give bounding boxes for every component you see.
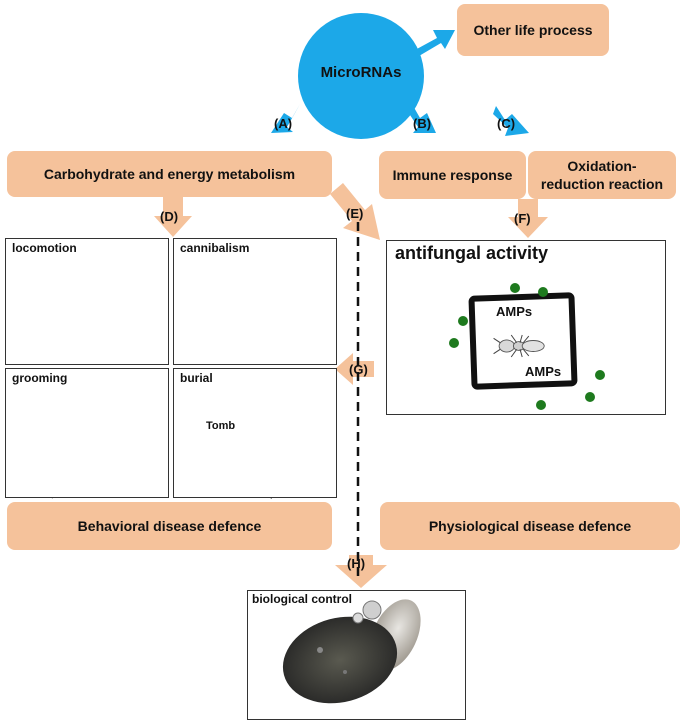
arrow-b: [408, 104, 436, 133]
biocontrol-label: biological control: [252, 592, 353, 606]
arrow-g: [335, 353, 374, 385]
arrow-label-a: (A): [274, 116, 293, 131]
burial-panel: burial: [173, 368, 337, 498]
grooming-label: grooming: [12, 371, 68, 385]
burial-label: burial: [180, 371, 213, 385]
biocontrol-panel: biological control: [247, 590, 466, 720]
amps-barrier: [468, 292, 578, 390]
arrow-label-d: (D): [160, 209, 179, 224]
oxidation-reduction-box: Oxidation- reduction reaction: [528, 151, 676, 199]
arrow-c: [493, 106, 529, 136]
microrna-circle: [298, 13, 424, 139]
physiological-defence-box: Physiological disease defence: [380, 502, 680, 550]
antifungal-panel: antifungal activity: [386, 240, 666, 415]
carbohydrate-metabolism-box: Carbohydrate and energy metabolism: [7, 151, 332, 197]
arrow-label-g: (G): [349, 362, 368, 377]
arrow-label-e: (E): [346, 206, 364, 221]
locomotion-panel: locomotion: [5, 238, 169, 365]
other-life-process-box: Other life process: [457, 4, 609, 56]
locomotion-label: locomotion: [12, 241, 77, 255]
arrow-e: [330, 183, 380, 240]
arrow-a: [271, 104, 300, 133]
arrow-f: [508, 199, 548, 238]
arrow-label-b: (B): [413, 116, 432, 131]
arrow-d: [154, 197, 192, 237]
fungal-spores: [449, 283, 605, 410]
antifungal-label: antifungal activity: [395, 243, 549, 263]
grooming-panel: grooming: [5, 368, 169, 498]
tomb-label: Tomb: [206, 420, 236, 432]
arrow-label-h: (H): [347, 556, 366, 571]
amps-label-bottom: AMPs: [525, 364, 562, 379]
biocontrol-image: [282, 599, 421, 704]
cannibalism-panel: cannibalism: [173, 238, 337, 365]
amps-label-top: AMPs: [496, 304, 533, 319]
arrow-label-f: (F): [514, 211, 531, 226]
behavioral-defence-box: Behavioral disease defence: [7, 502, 332, 550]
arrow-h: [335, 555, 387, 588]
microrna-label: MicroRNAs: [320, 64, 402, 81]
cannibalism-label: cannibalism: [180, 241, 250, 255]
immune-response-box: Immune response: [379, 151, 526, 199]
arrow-label-c: (C): [497, 116, 516, 131]
arrow-to-other-life: [415, 30, 455, 56]
